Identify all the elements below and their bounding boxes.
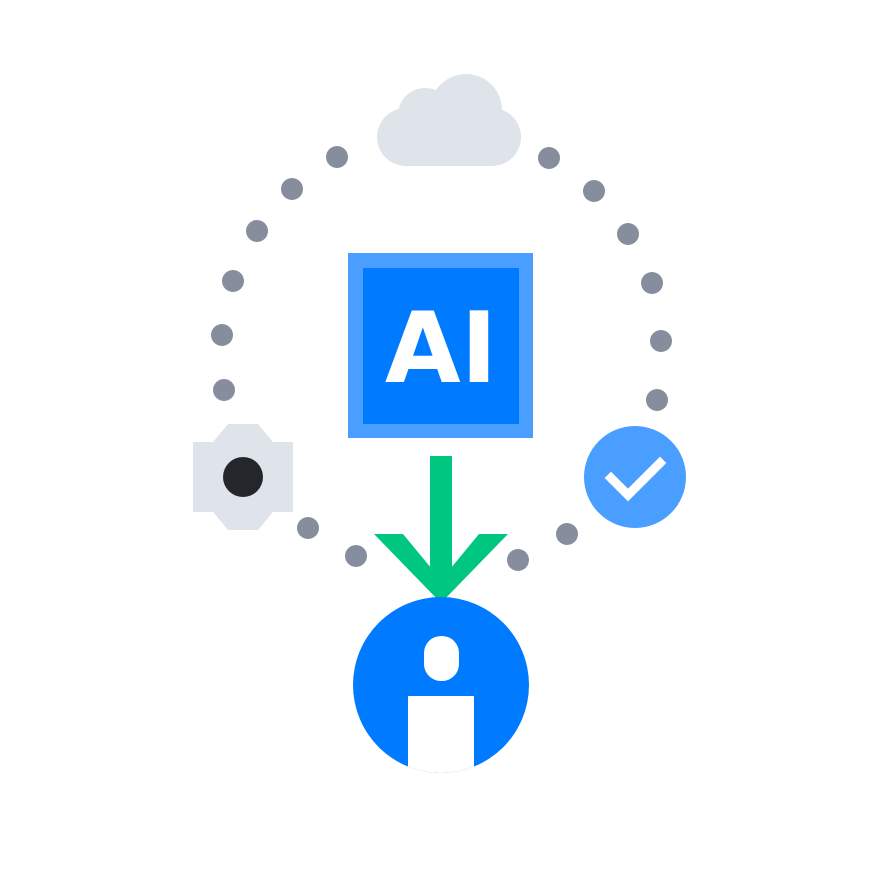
ai-chip-icon: AI	[348, 253, 533, 438]
orbit-dot	[326, 146, 348, 168]
orbit-dot	[538, 147, 560, 169]
dotted-orbit	[211, 146, 672, 571]
orbit-dot	[345, 545, 367, 567]
orbit-dot	[617, 223, 639, 245]
orbit-dot	[650, 330, 672, 352]
orbit-dot	[507, 549, 529, 571]
orbit-dot	[646, 389, 668, 411]
user-icon	[353, 597, 529, 773]
orbit-dot	[211, 324, 233, 346]
arrow-down-icon	[374, 456, 508, 603]
gear-icon	[193, 424, 293, 530]
ai-label: AI	[385, 292, 497, 406]
orbit-dot	[213, 379, 235, 401]
cloud-icon	[377, 74, 521, 166]
orbit-dot	[297, 517, 319, 539]
orbit-dot	[246, 220, 268, 242]
orbit-dot	[222, 270, 244, 292]
orbit-dot	[556, 523, 578, 545]
orbit-dot	[281, 178, 303, 200]
orbit-dot	[641, 272, 663, 294]
orbit-dot	[583, 180, 605, 202]
check-icon	[584, 426, 686, 528]
